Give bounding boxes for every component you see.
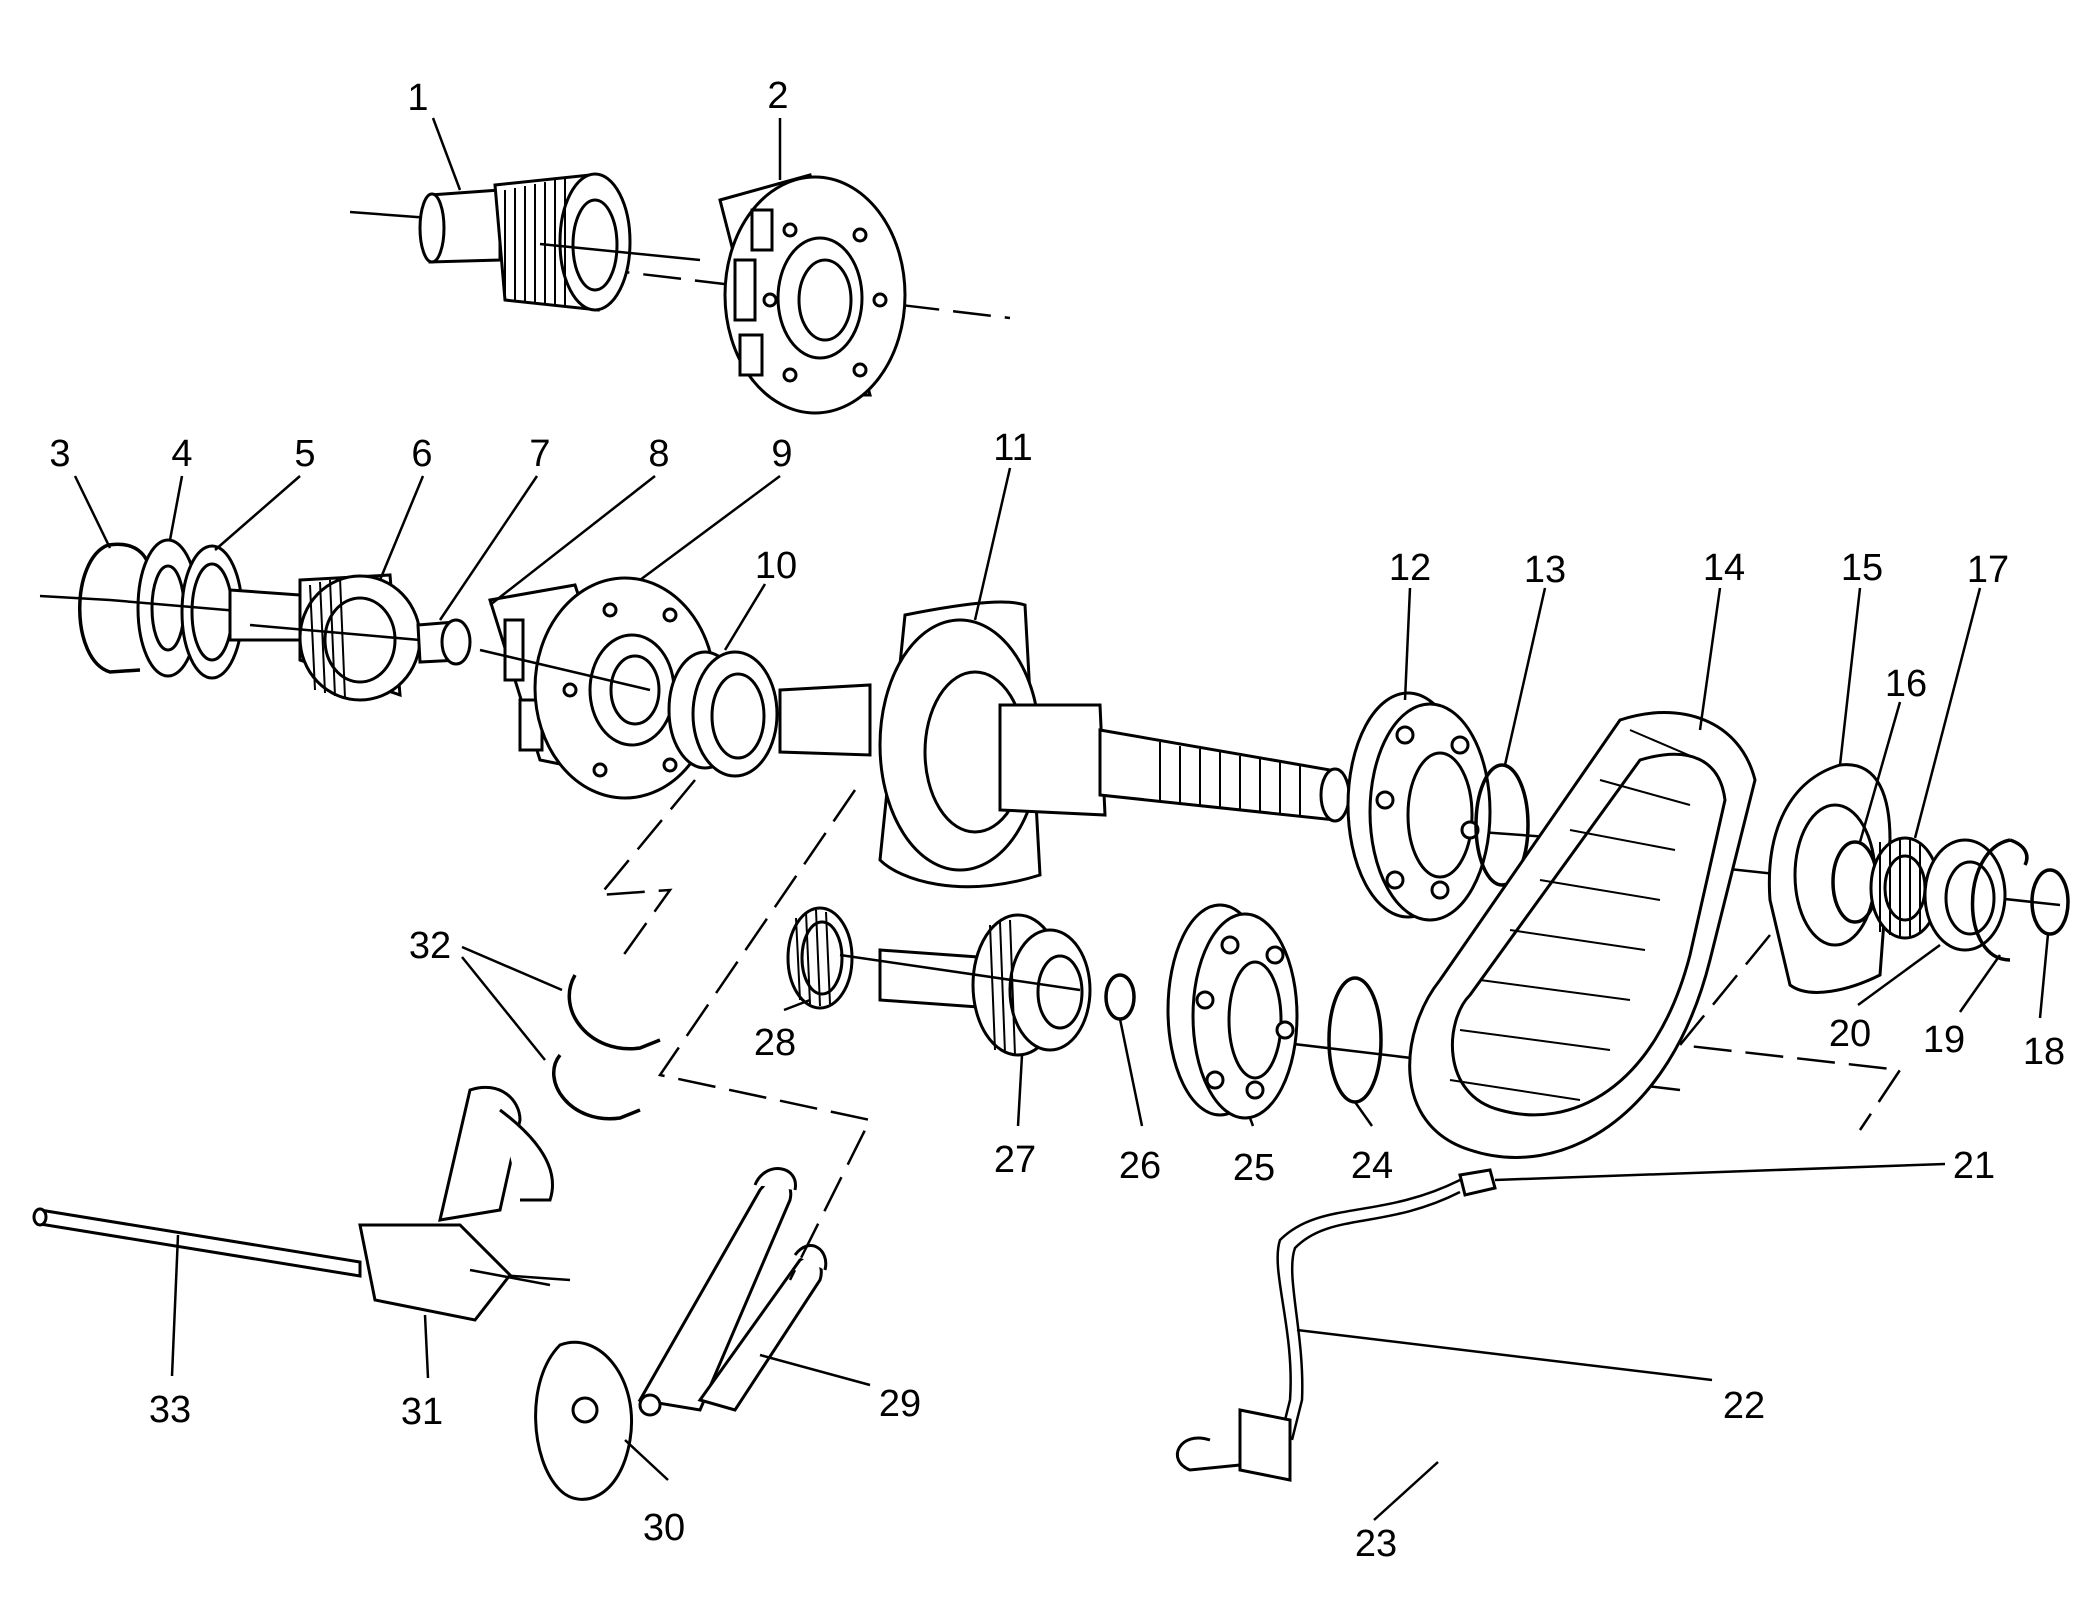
part-24-snap-ring	[1327, 976, 1383, 1104]
part-20-bearing-assembly	[1923, 838, 2007, 952]
callout-14: 14	[1703, 547, 1745, 589]
callout-26: 26	[1119, 1145, 1161, 1187]
callout-19: 19	[1923, 1019, 1965, 1061]
callout-7: 7	[529, 433, 550, 475]
callout-16: 16	[1885, 663, 1927, 705]
part-31-shift-fork	[358, 1085, 555, 1322]
callout-17: 17	[1967, 549, 2009, 591]
part-26-snap-ring	[1104, 973, 1136, 1021]
part-13-snap-ring	[1474, 763, 1530, 887]
callout-22: 22	[1723, 1385, 1765, 1427]
callout-25: 25	[1233, 1147, 1275, 1189]
part-4-thrust-washer	[136, 538, 200, 678]
part-10-bearing	[667, 650, 779, 778]
callout-29: 29	[879, 1383, 921, 1425]
callout-27: 27	[994, 1139, 1036, 1181]
part-28-sleeve-ring	[786, 906, 854, 1010]
part-14-drive-chain	[1408, 711, 1757, 1159]
leader-lines	[73, 117, 2050, 1521]
callout-8: 8	[648, 433, 669, 475]
part-25-driven-sprocket	[1166, 903, 1299, 1120]
callout-30: 30	[643, 1507, 685, 1549]
callout-11: 11	[993, 427, 1032, 469]
callout-labels: 1 2 3 4 5 6 7 8 9 10 11 12 13 14 15 16 1…	[49, 75, 2065, 1565]
part-12-drive-sprocket	[1346, 691, 1492, 922]
callout-1: 1	[407, 77, 428, 119]
part-19-snap-ring	[1970, 838, 2029, 962]
callout-10: 10	[755, 545, 797, 587]
callout-4: 4	[171, 433, 192, 475]
part-30-cam-plate	[534, 1340, 633, 1501]
part-7-bushing	[416, 618, 472, 666]
callout-21: 21	[1953, 1145, 1995, 1187]
callout-24: 24	[1351, 1145, 1393, 1187]
callout-6: 6	[411, 433, 432, 475]
callout-12: 12	[1389, 547, 1431, 589]
part-23-tube-bracket	[1176, 1408, 1292, 1482]
part-6-input-gear	[228, 573, 422, 702]
callout-3: 3	[49, 433, 70, 475]
callout-13: 13	[1524, 549, 1566, 591]
part-17-speed-gear	[1869, 836, 1941, 940]
callout-5: 5	[294, 433, 315, 475]
part-22-vent-tube	[1276, 1178, 1461, 1441]
part-27-output-shaft	[839, 913, 1092, 1057]
part-21-vent-tip	[1458, 1168, 1497, 1197]
part-33-shift-rail	[32, 1207, 362, 1278]
callout-32: 32	[409, 925, 451, 967]
part-11-main-shaft-drum	[778, 600, 1351, 889]
callout-20: 20	[1829, 1013, 1871, 1055]
callout-15: 15	[1841, 547, 1883, 589]
callout-9: 9	[771, 433, 792, 475]
callout-18: 18	[2023, 1031, 2065, 1073]
assembly-guide-lines	[597, 779, 1903, 1281]
part-1-sun-gear-shaft	[418, 172, 701, 312]
part-32-fork-pads	[552, 974, 661, 1121]
callout-33: 33	[149, 1389, 191, 1431]
callout-23: 23	[1355, 1523, 1397, 1565]
callout-28: 28	[754, 1022, 796, 1064]
part-5-thrust-bearing	[109, 544, 251, 680]
callout-31: 31	[401, 1391, 443, 1433]
part-2-planet-carrier	[718, 173, 907, 415]
callout-2: 2	[767, 75, 788, 117]
part-18-retaining-ring	[2030, 868, 2070, 936]
part-29-shift-lever	[637, 1167, 828, 1417]
